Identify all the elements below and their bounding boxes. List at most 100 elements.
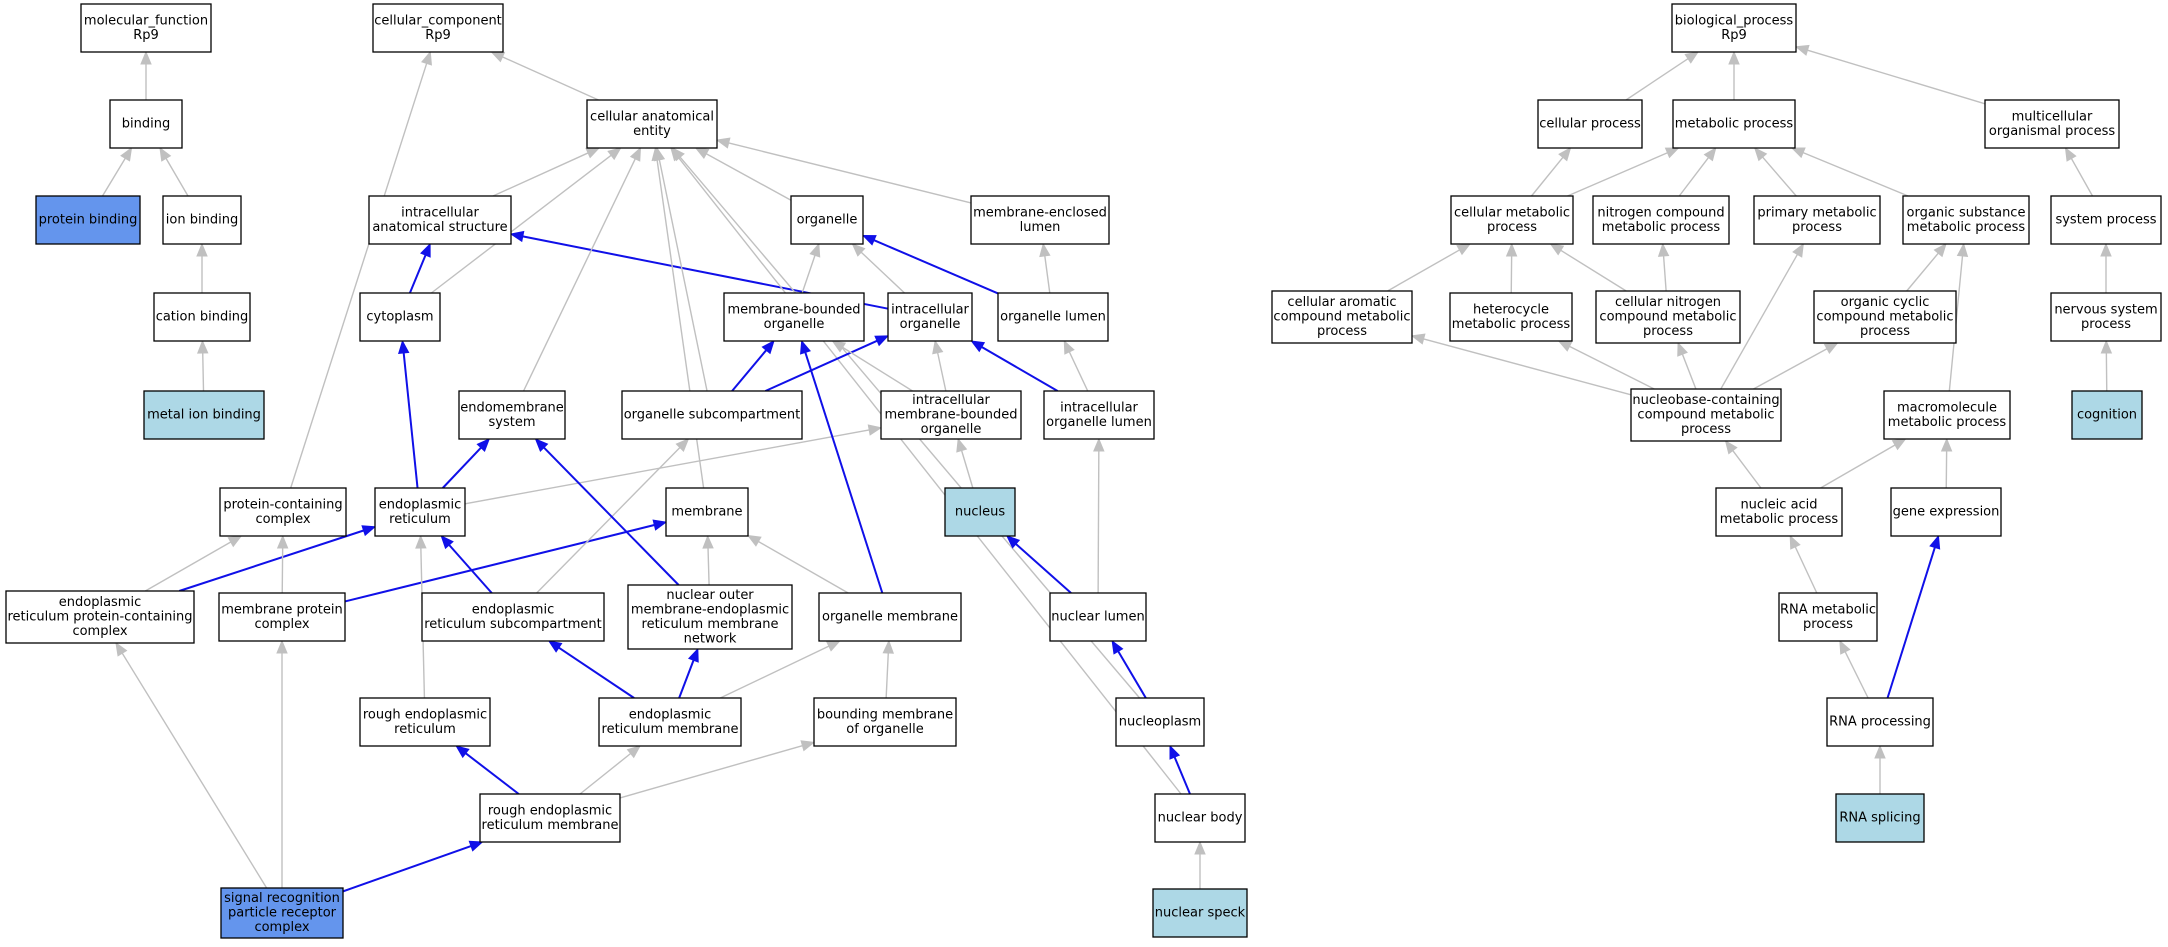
arrowhead-icon <box>800 339 811 355</box>
node-box <box>220 887 344 939</box>
edge-iol-to-io <box>970 340 1059 392</box>
edge-osub-to-mbo <box>731 340 775 392</box>
node-box <box>970 195 1110 245</box>
go-term-node-metproc: metabolic process <box>1672 99 1796 149</box>
edge-rerm-to-rer <box>455 745 520 795</box>
edge-line <box>1569 345 1655 390</box>
edge-geneexp-to-mmp <box>1940 437 1953 489</box>
edge-occmp-to-osmp <box>1906 243 1947 292</box>
edge-layer <box>101 44 2113 893</box>
edge-line <box>804 352 884 594</box>
arrowhead-icon <box>490 51 506 63</box>
node-label-line: membrane-bounded <box>727 302 860 317</box>
edge-line <box>1662 255 1667 292</box>
edge-line <box>1681 353 1697 390</box>
edge-line <box>1567 152 1668 197</box>
node-label-line: nucleus <box>955 505 1005 520</box>
arrowhead-icon <box>956 437 968 453</box>
node-label-line: organelle <box>797 213 858 228</box>
go-term-node-cellproc: cellular process <box>1537 99 1643 149</box>
node-label-line: endoplasmic <box>629 707 711 722</box>
node-box <box>1902 195 2030 245</box>
node-label-line: system <box>489 415 536 430</box>
node-box <box>5 590 195 644</box>
node-box <box>723 292 865 342</box>
edge-line <box>202 352 205 392</box>
edge-cae-to-cc <box>490 51 599 101</box>
go-term-node-rnaproc: RNA processing <box>1826 697 1934 747</box>
edge-rnamp-to-namp <box>1789 534 1818 594</box>
go-term-node-sysproc: system process <box>2050 195 2162 245</box>
node-label-line: bounding membrane <box>817 707 953 722</box>
edge-line <box>543 446 680 586</box>
arrowhead-icon <box>715 137 731 149</box>
node-label-line: reticulum <box>394 722 456 737</box>
arrowhead-icon <box>1657 242 1670 257</box>
node-box <box>813 697 957 747</box>
edge-line <box>402 352 419 489</box>
node-box <box>598 697 742 747</box>
arrowhead-icon <box>1664 147 1680 159</box>
edge-nbccmp-to-cncmp <box>1677 341 1697 390</box>
arrowhead-icon <box>1790 147 1806 159</box>
node-label-line: reticulum protein-containing <box>7 610 192 625</box>
edge-line <box>579 752 632 795</box>
node-box <box>1890 487 2002 537</box>
edge-line <box>1844 651 1869 699</box>
edge-nbccmp-to-cacmp <box>1410 333 1632 396</box>
arrowhead-icon <box>1169 744 1181 760</box>
node-label-line: organelle <box>921 422 982 437</box>
node-label-line: process <box>2081 317 2131 332</box>
node-label-line: nucleic acid <box>1740 497 1817 512</box>
edge-cytoplasm-to-ias <box>408 242 431 294</box>
edge-line <box>1732 450 1762 489</box>
node-label-line: organelle subcompartment <box>624 408 801 423</box>
node-label-line: process <box>1803 617 1853 632</box>
node-label-line: metabolic process <box>1675 117 1794 132</box>
arrowhead-icon <box>861 234 877 246</box>
edge-nomer-to-membrane <box>702 534 714 586</box>
go-term-node-protbind: protein binding <box>35 195 141 245</box>
edge-line <box>344 524 655 603</box>
edge-imbo-to-mbo <box>831 340 913 392</box>
node-label-line: system process <box>2055 213 2156 228</box>
arrowhead-icon <box>476 438 491 453</box>
node-box <box>479 793 621 843</box>
edge-ncmp-to-metproc <box>1678 146 1717 197</box>
edge-line <box>707 547 710 586</box>
edge-line <box>1753 348 1828 390</box>
arrowhead-icon <box>1677 341 1688 357</box>
edge-rnaproc-to-geneexp <box>1886 534 1941 699</box>
node-box <box>421 592 605 642</box>
node-box <box>1883 390 2011 440</box>
edge-line <box>464 429 870 505</box>
arrowhead-icon <box>761 340 775 355</box>
node-box <box>944 487 1016 537</box>
go-term-node-membrane: membrane <box>665 487 749 537</box>
edge-line <box>342 845 472 893</box>
node-box <box>1595 290 1741 344</box>
edge-mpc-to-pcc <box>276 534 289 594</box>
node-label-line: organelle lumen <box>1046 415 1152 430</box>
edge-line <box>522 158 636 392</box>
node-label-line: endomembrane <box>460 400 564 415</box>
arrowhead-icon <box>276 534 289 549</box>
node-label-line: lumen <box>1020 220 1061 235</box>
edge-nucleus-to-imbo <box>956 437 974 489</box>
arrowhead-icon <box>1929 534 1941 550</box>
edge-line <box>1015 543 1072 594</box>
node-box <box>1715 487 1843 537</box>
node-box <box>2050 195 2162 245</box>
edge-line <box>1802 151 1909 197</box>
arrowhead-icon <box>120 146 133 162</box>
node-label-line: of organelle <box>846 722 923 737</box>
node-label-line: network <box>684 631 737 646</box>
arrowhead-icon <box>455 745 470 759</box>
arrowhead-icon <box>882 639 895 654</box>
go-term-node-cytoplasm: cytoplasm <box>359 292 441 342</box>
go-term-node-cognition: cognition <box>2071 390 2143 440</box>
edge-sysproc-to-mop <box>2064 146 2094 197</box>
